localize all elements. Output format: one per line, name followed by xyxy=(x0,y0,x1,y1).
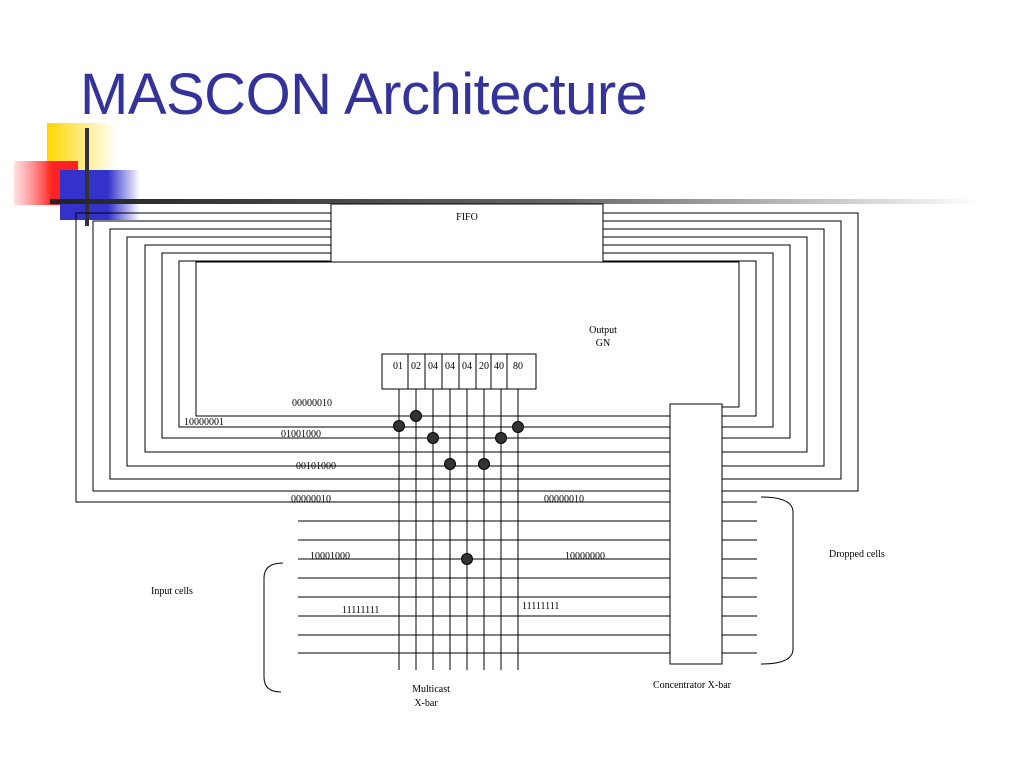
feedback-loop-7 xyxy=(178,260,670,428)
feedback-code: 00000010 xyxy=(291,494,331,505)
feedback-return-4 xyxy=(603,236,808,453)
deco-vertical-rule xyxy=(85,128,89,226)
crosspoint-dot xyxy=(478,458,490,470)
fifo-label: FIFO xyxy=(456,212,478,223)
feedback-return-7 xyxy=(603,260,757,417)
crosspoint-dot xyxy=(512,421,524,433)
multicast-label: X-bar xyxy=(414,698,438,709)
gn-column-label: 80 xyxy=(513,361,523,372)
title-decoration xyxy=(14,123,980,226)
output-gn-label: Output xyxy=(589,325,617,336)
feedback-code: 00101000 xyxy=(296,461,336,472)
dropped-brace xyxy=(760,496,794,665)
multicast-label: Multicast xyxy=(412,684,450,695)
gn-column-label: 20 xyxy=(479,361,489,372)
input-cells-label: Input cells xyxy=(151,586,193,597)
gn-column-label: 01 xyxy=(393,361,403,372)
deco-blue-square xyxy=(60,170,140,220)
feedback-return-6 xyxy=(603,252,774,428)
input-brace xyxy=(263,562,284,693)
slide-title: MASCON Architecture xyxy=(80,62,648,127)
crosspoint-dot xyxy=(427,432,439,444)
fifo-box xyxy=(330,203,604,263)
dropped-cells-label: Dropped cells xyxy=(829,549,885,560)
feedback-code: 00000010 xyxy=(292,398,332,409)
gn-column-label: 04 xyxy=(462,361,472,372)
gn-column-label: 04 xyxy=(428,361,438,372)
feedback-code: 10000001 xyxy=(184,417,224,428)
gn-column-label: 04 xyxy=(445,361,455,372)
feedback-loop-5 xyxy=(144,244,670,453)
output-code: 00000010 xyxy=(544,494,584,505)
crosspoint-dot xyxy=(410,410,422,422)
feedback-return-3 xyxy=(603,228,825,467)
deco-horizontal-rule xyxy=(50,199,980,204)
crosspoint-dot xyxy=(393,420,405,432)
crosspoint-dot xyxy=(495,432,507,444)
gn-column-label: 40 xyxy=(494,361,504,372)
feedback-loop-3 xyxy=(109,228,670,480)
crosspoint-dot xyxy=(444,458,456,470)
feedback-return-5 xyxy=(603,244,791,439)
feedback-return-8 xyxy=(603,261,740,408)
feedback-loop-1 xyxy=(75,212,670,503)
gn-column-label: 02 xyxy=(411,361,421,372)
feedback-code: 01001000 xyxy=(281,429,321,440)
input-code: 10001000 xyxy=(310,551,350,562)
output-gn-label: GN xyxy=(596,338,610,349)
output-code: 10000000 xyxy=(565,551,605,562)
concentrator-box xyxy=(669,403,723,665)
input-code: 11111111 xyxy=(342,605,379,616)
feedback-return-2 xyxy=(603,220,842,480)
feedback-return-1 xyxy=(603,212,859,492)
output-code: 11111111 xyxy=(522,601,559,612)
concentrator-label: Concentrator X-bar xyxy=(653,680,732,691)
feedback-loop-2 xyxy=(92,220,670,492)
crosspoint-dot xyxy=(461,553,473,565)
